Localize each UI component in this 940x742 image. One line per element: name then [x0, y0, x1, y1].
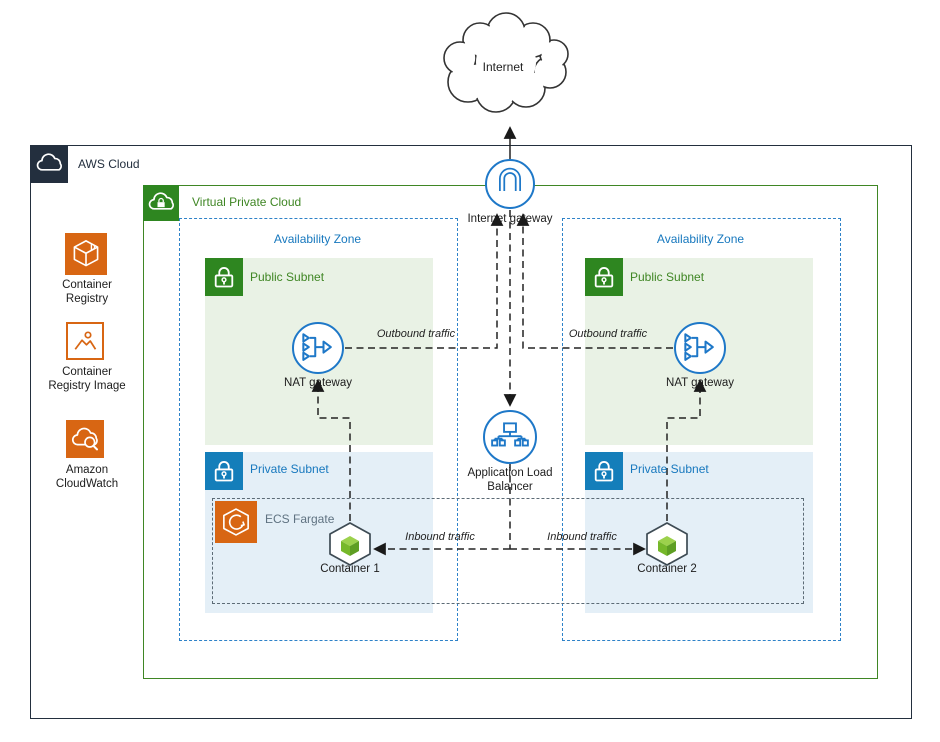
nat-gateway-left-icon: [292, 322, 344, 374]
availability-zone-right-label: Availability Zone: [656, 232, 745, 246]
aws-cloud-icon: [30, 145, 68, 183]
aws-cloud-label: AWS Cloud: [78, 157, 140, 171]
container-registry-label: Container Registry: [62, 279, 112, 305]
container-registry-image-label: Container Registry Image: [48, 366, 126, 392]
nat-gateway-right-icon: [674, 322, 726, 374]
nat-gateway-right-label: NAT gateway: [666, 377, 734, 389]
internet-cloud-shape: [443, 12, 569, 113]
internet-label: Internet: [482, 60, 524, 74]
container-1-label: Container 1: [320, 563, 380, 575]
public-subnet-left-icon: [205, 258, 243, 296]
internet-gateway-icon: [485, 159, 535, 209]
vpc-label: Virtual Private Cloud: [192, 195, 302, 209]
availability-zone-left-label: Availability Zone: [273, 232, 362, 246]
container-2-icon: [646, 522, 688, 566]
container-2-label: Container 2: [637, 563, 697, 575]
public-subnet-right-icon: [585, 258, 623, 296]
alb-label: Application Load Balancer: [467, 467, 553, 494]
container-registry-image-icon: [66, 322, 104, 360]
availability-zone-left: [179, 218, 458, 641]
outbound-traffic-right-label: Outbound traffic: [568, 328, 648, 340]
inbound-traffic-right-label: Inbound traffic: [547, 531, 617, 543]
ecs-fargate-group: [212, 498, 804, 604]
amazon-cloudwatch-label: Amazon CloudWatch: [55, 464, 119, 490]
alb-icon: [483, 410, 537, 464]
private-subnet-left-icon: [205, 452, 243, 490]
vpc-icon: [143, 185, 179, 221]
availability-zone-right: [562, 218, 841, 641]
public-subnet-left-label: Public Subnet: [250, 270, 325, 284]
private-subnet-left-label: Private Subnet: [250, 462, 329, 476]
private-subnet-right-icon: [585, 452, 623, 490]
inbound-traffic-left-label: Inbound traffic: [405, 531, 475, 543]
amazon-cloudwatch-icon: [66, 420, 104, 458]
private-subnet-right-label: Private Subnet: [630, 462, 709, 476]
aws-cloud-group: [30, 145, 912, 719]
container-1-icon: [329, 522, 371, 566]
internet-gateway-label: Internet gateway: [467, 213, 553, 225]
nat-gateway-left-label: NAT gateway: [284, 377, 352, 389]
outbound-traffic-left-label: Outbound traffic: [376, 328, 456, 340]
ecs-fargate-label: ECS Fargate: [265, 512, 335, 526]
container-registry-icon: [65, 233, 107, 275]
public-subnet-right-label: Public Subnet: [630, 270, 705, 284]
ecs-fargate-icon: [215, 501, 257, 543]
